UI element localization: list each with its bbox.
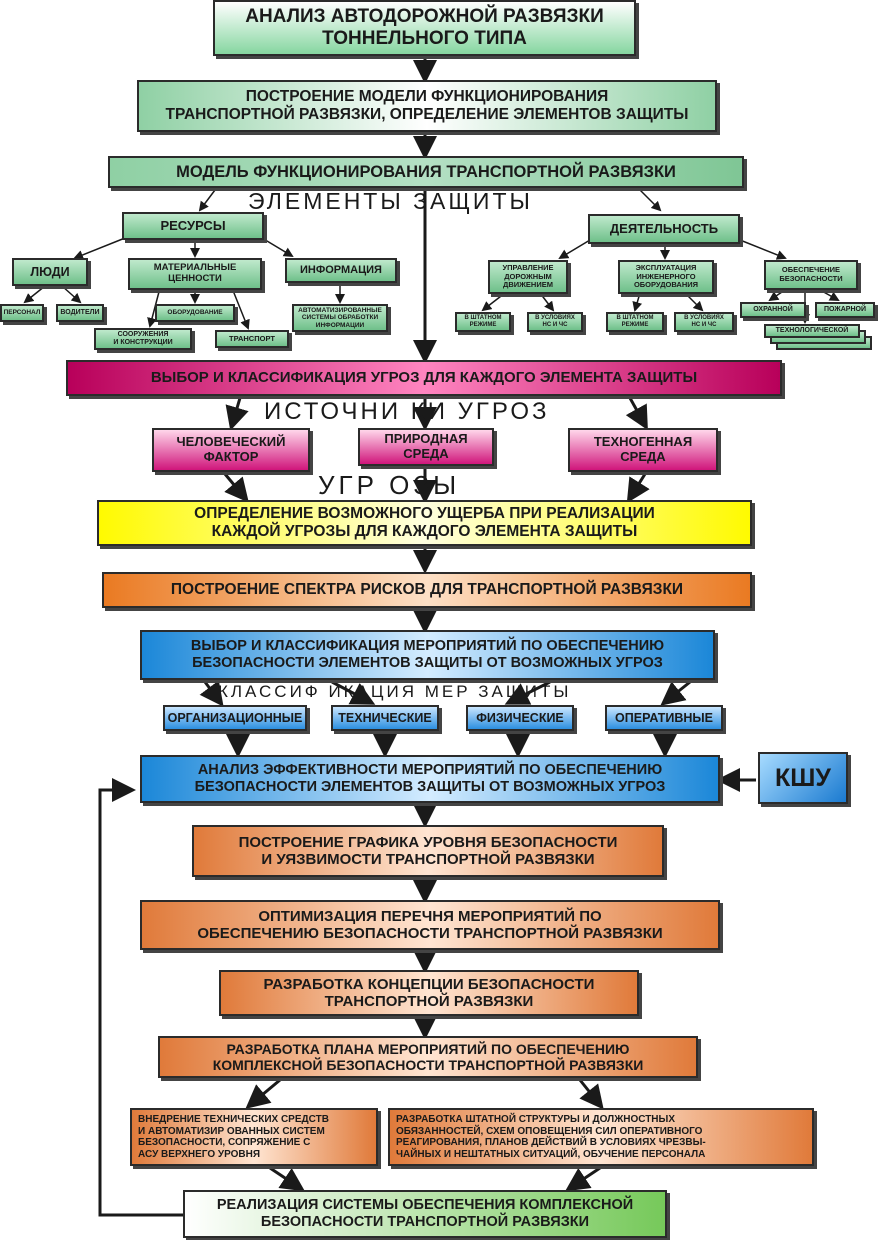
node-tunnel-analysis: АНАЛИЗ АВТОДОРОЖНОЙ РАЗВЯЗКИ ТОННЕЛЬНОГО… bbox=[213, 0, 636, 56]
node-traffic-emergency: В УСЛОВИЯХ НС И ЧС bbox=[527, 312, 583, 332]
node-guard: ОХРАННОЙ bbox=[740, 302, 806, 318]
node-physical: ФИЗИЧЕСКИЕ bbox=[466, 705, 574, 731]
node-risk-spectrum: ПОСТРОЕНИЕ СПЕКТРА РИСКОВ ДЛЯ ТРАНСПОРТН… bbox=[102, 572, 752, 608]
node-model-construction: ПОСТРОЕНИЕ МОДЕЛИ ФУНКЦИОНИРОВАНИЯ ТРАНС… bbox=[137, 80, 717, 132]
node-technological: ТЕХНОЛОГИЧЕСКОЙ bbox=[764, 324, 860, 338]
node-measures-selection: ВЫБОР И КЛАССИФИКАЦИЯ МЕРОПРИЯТИЙ ПО ОБЕ… bbox=[140, 630, 715, 680]
node-security-concept: РАЗРАБОТКА КОНЦЕПЦИИ БЕЗОПАСНОСТИ ТРАНСП… bbox=[219, 970, 639, 1016]
node-people: ЛЮДИ bbox=[12, 258, 88, 286]
threat-sources-label: ИСТОЧНИ КИ УГРОЗ bbox=[264, 398, 550, 425]
node-activity: ДЕЯТЕЛЬНОСТЬ bbox=[588, 214, 740, 244]
node-information: ИНФОРМАЦИЯ bbox=[285, 258, 397, 283]
node-material-values: МАТЕРИАЛЬНЫЕ ЦЕННОСТИ bbox=[128, 258, 262, 290]
node-equipment: ОБОРУДОВАНИЕ bbox=[155, 304, 235, 322]
node-security-graph: ПОСТРОЕНИЕ ГРАФИКА УРОВНЯ БЕЗОПАСНОСТИ И… bbox=[192, 825, 664, 877]
node-engineering-normal: В ШТАТНОМ РЕЖИМЕ bbox=[606, 312, 664, 332]
node-efficiency-analysis: АНАЛИЗ ЭФФЕКТИВНОСТИ МЕРОПРИЯТИЙ ПО ОБЕС… bbox=[140, 755, 720, 803]
node-staff-structure: РАЗРАБОТКА ШТАТНОЙ СТРУКТУРЫ И ДОЛЖНОСТН… bbox=[388, 1108, 814, 1166]
node-traffic-control: УПРАВЛЕНИЕ ДОРОЖНЫМ ДВИЖЕНИЕМ bbox=[488, 260, 568, 294]
node-threat-classification: ВЫБОР И КЛАССИФИКАЦИЯ УГРОЗ ДЛЯ КАЖДОГО … bbox=[66, 360, 782, 396]
node-measures-plan: РАЗРАБОТКА ПЛАНА МЕРОПРИЯТИЙ ПО ОБЕСПЕЧЕ… bbox=[158, 1036, 698, 1078]
node-safety-provision: ОБЕСПЕЧЕНИЕ БЕЗОПАСНОСТИ bbox=[764, 260, 858, 290]
node-organizational: ОРГАНИЗАЦИОННЫЕ bbox=[163, 705, 307, 731]
node-engineering-emergency: В УСЛОВИЯХ НС И ЧС bbox=[674, 312, 734, 332]
node-automated-systems: АВТОМАТИЗИРОВАННЫЕ СИСТЕМЫ ОБРАБОТКИ ИНФ… bbox=[292, 304, 388, 332]
node-system-implementation: РЕАЛИЗАЦИЯ СИСТЕМЫ ОБЕСПЕЧЕНИЯ КОМПЛЕКСН… bbox=[183, 1190, 667, 1238]
node-ksu: КШУ bbox=[758, 752, 848, 804]
node-resources: РЕСУРСЫ bbox=[122, 212, 264, 240]
node-technogenic-environment: ТЕХНОГЕННАЯ СРЕДА bbox=[568, 428, 718, 472]
measures-classification-label: КЛАССИФ ИКАЦИЯ МЕР ЗАЩИТЫ bbox=[218, 682, 572, 701]
protection-elements-label: ЭЛЕМЕНТЫ ЗАЩИТЫ bbox=[248, 188, 533, 214]
node-human-factor: ЧЕЛОВЕЧЕСКИЙ ФАКТОР bbox=[152, 428, 310, 472]
node-engineering-operation: ЭКСПЛУАТАЦИЯ ИНЖЕНЕРНОГО ОБОРУДОВАНИЯ bbox=[618, 260, 714, 294]
node-operative: ОПЕРАТИВНЫЕ bbox=[605, 705, 723, 731]
node-damage-assessment: ОПРЕДЕЛЕНИЕ ВОЗМОЖНОГО УЩЕРБА ПРИ РЕАЛИЗ… bbox=[97, 500, 752, 546]
node-natural-environment: ПРИРОДНАЯ СРЕДА bbox=[358, 428, 494, 466]
node-fire: ПОЖАРНОЙ bbox=[815, 302, 875, 318]
node-measures-optimization: ОПТИМИЗАЦИЯ ПЕРЕЧНЯ МЕРОПРИЯТИЙ ПО ОБЕСП… bbox=[140, 900, 720, 950]
threats-label: УГР ОЗЫ bbox=[318, 470, 461, 500]
node-technical: ТЕХНИЧЕСКИЕ bbox=[331, 705, 439, 731]
node-functioning-model: МОДЕЛЬ ФУНКЦИОНИРОВАНИЯ ТРАНСПОРТНОЙ РАЗ… bbox=[108, 156, 744, 188]
node-technical-implementation: ВНЕДРЕНИЕ ТЕХНИЧЕСКИХ СРЕДСТВ И АВТОМАТИ… bbox=[130, 1108, 378, 1166]
node-structures: СООРУЖЕНИЯ И КОНСТРУКЦИИ bbox=[94, 328, 192, 350]
node-personnel: ПЕРСОНАЛ bbox=[0, 304, 44, 322]
node-transport: ТРАНСПОРТ bbox=[215, 330, 289, 348]
node-traffic-normal: В ШТАТНОМ РЕЖИМЕ bbox=[455, 312, 511, 332]
node-drivers: ВОДИТЕЛИ bbox=[56, 304, 104, 322]
